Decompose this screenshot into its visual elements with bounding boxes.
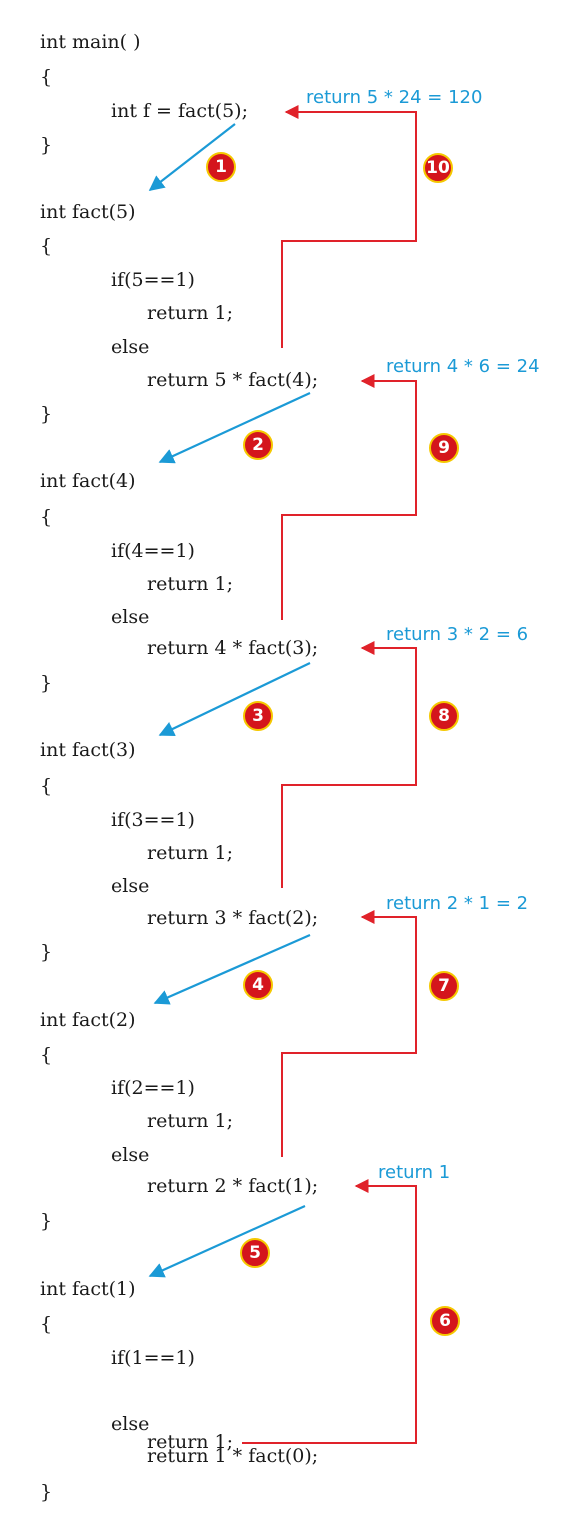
- return-arrow-6: [242, 1179, 417, 1444]
- fact5-open-brace: {: [40, 235, 53, 257]
- fact3-close-brace: }: [40, 941, 53, 963]
- return-label-6: return 1: [378, 1162, 451, 1183]
- fact2-return-recursive: return 2 * fact(1);: [147, 1175, 319, 1197]
- main-call-line: int f = fact(5);: [111, 100, 248, 122]
- return-arrow-7: [281, 910, 417, 1157]
- fact5-if: if(5==1): [111, 269, 195, 291]
- fact1-return-base: return 1;: [147, 1431, 234, 1453]
- step-badge-10: 10: [423, 153, 453, 183]
- return-label-9: return 4 * 6 = 24: [386, 356, 540, 377]
- step-badge-6: 6: [430, 1306, 460, 1336]
- fact4-return-base: return 1;: [147, 573, 234, 595]
- fact4-return-recursive: return 4 * fact(3);: [147, 637, 319, 659]
- fact4-close-brace: }: [40, 672, 53, 694]
- return-label-7: return 2 * 1 = 2: [386, 893, 529, 914]
- fact3-return-base: return 1;: [147, 842, 234, 864]
- fact1-close-brace: }: [40, 1481, 53, 1503]
- fact5-close-brace: }: [40, 403, 53, 425]
- fact4-signature: int fact(4): [40, 470, 136, 492]
- step-badge-9: 9: [429, 433, 459, 463]
- step-badge-8: 8: [429, 701, 459, 731]
- fact5-signature: int fact(5): [40, 201, 136, 223]
- fact1-else: else: [111, 1413, 150, 1435]
- fact3-open-brace: {: [40, 775, 53, 797]
- fact3-if: if(3==1): [111, 809, 195, 831]
- fact2-open-brace: {: [40, 1044, 53, 1066]
- step-badge-1: 1: [206, 152, 236, 182]
- main-close-brace: }: [40, 134, 53, 156]
- return-arrow-8: [281, 641, 417, 888]
- fact3-return-recursive: return 3 * fact(2);: [147, 907, 319, 929]
- fact2-return-base: return 1;: [147, 1110, 234, 1132]
- return-label-10: return 5 * 24 = 120: [306, 87, 483, 108]
- call-arrow-4: [153, 933, 311, 1005]
- fact1-open-brace: {: [40, 1313, 53, 1335]
- fact1-return-recursive: return 1 * fact(0);: [147, 1445, 319, 1467]
- fact2-close-brace: }: [40, 1210, 53, 1232]
- fact3-signature: int fact(3): [40, 739, 136, 761]
- fact1-if: if(1==1): [111, 1347, 195, 1369]
- call-arrow-5: [148, 1204, 306, 1278]
- step-badge-5: 5: [240, 1238, 270, 1268]
- fact4-else: else: [111, 606, 150, 628]
- fact4-open-brace: {: [40, 506, 53, 528]
- fact2-signature: int fact(2): [40, 1009, 136, 1031]
- fact4-if: if(4==1): [111, 540, 195, 562]
- fact5-else: else: [111, 336, 150, 358]
- fact2-else: else: [111, 1144, 150, 1166]
- call-arrow-3: [158, 662, 311, 736]
- step-badge-2: 2: [243, 430, 273, 460]
- fact5-return-recursive: return 5 * fact(4);: [147, 369, 319, 391]
- call-arrow-1: [148, 123, 236, 191]
- step-badge-7: 7: [429, 971, 459, 1001]
- return-arrow-10: [281, 105, 417, 348]
- fact3-else: else: [111, 875, 150, 897]
- fact5-return-base: return 1;: [147, 302, 234, 324]
- fact2-if: if(2==1): [111, 1077, 195, 1099]
- fact1-signature: int fact(1): [40, 1278, 136, 1300]
- main-open-brace: {: [40, 66, 53, 88]
- return-arrow-9: [281, 374, 417, 620]
- return-label-8: return 3 * 2 = 6: [386, 624, 529, 645]
- main-signature: int main( ): [40, 31, 141, 53]
- step-badge-4: 4: [243, 970, 273, 1000]
- step-badge-3: 3: [243, 701, 273, 731]
- call-arrow-2: [158, 392, 311, 464]
